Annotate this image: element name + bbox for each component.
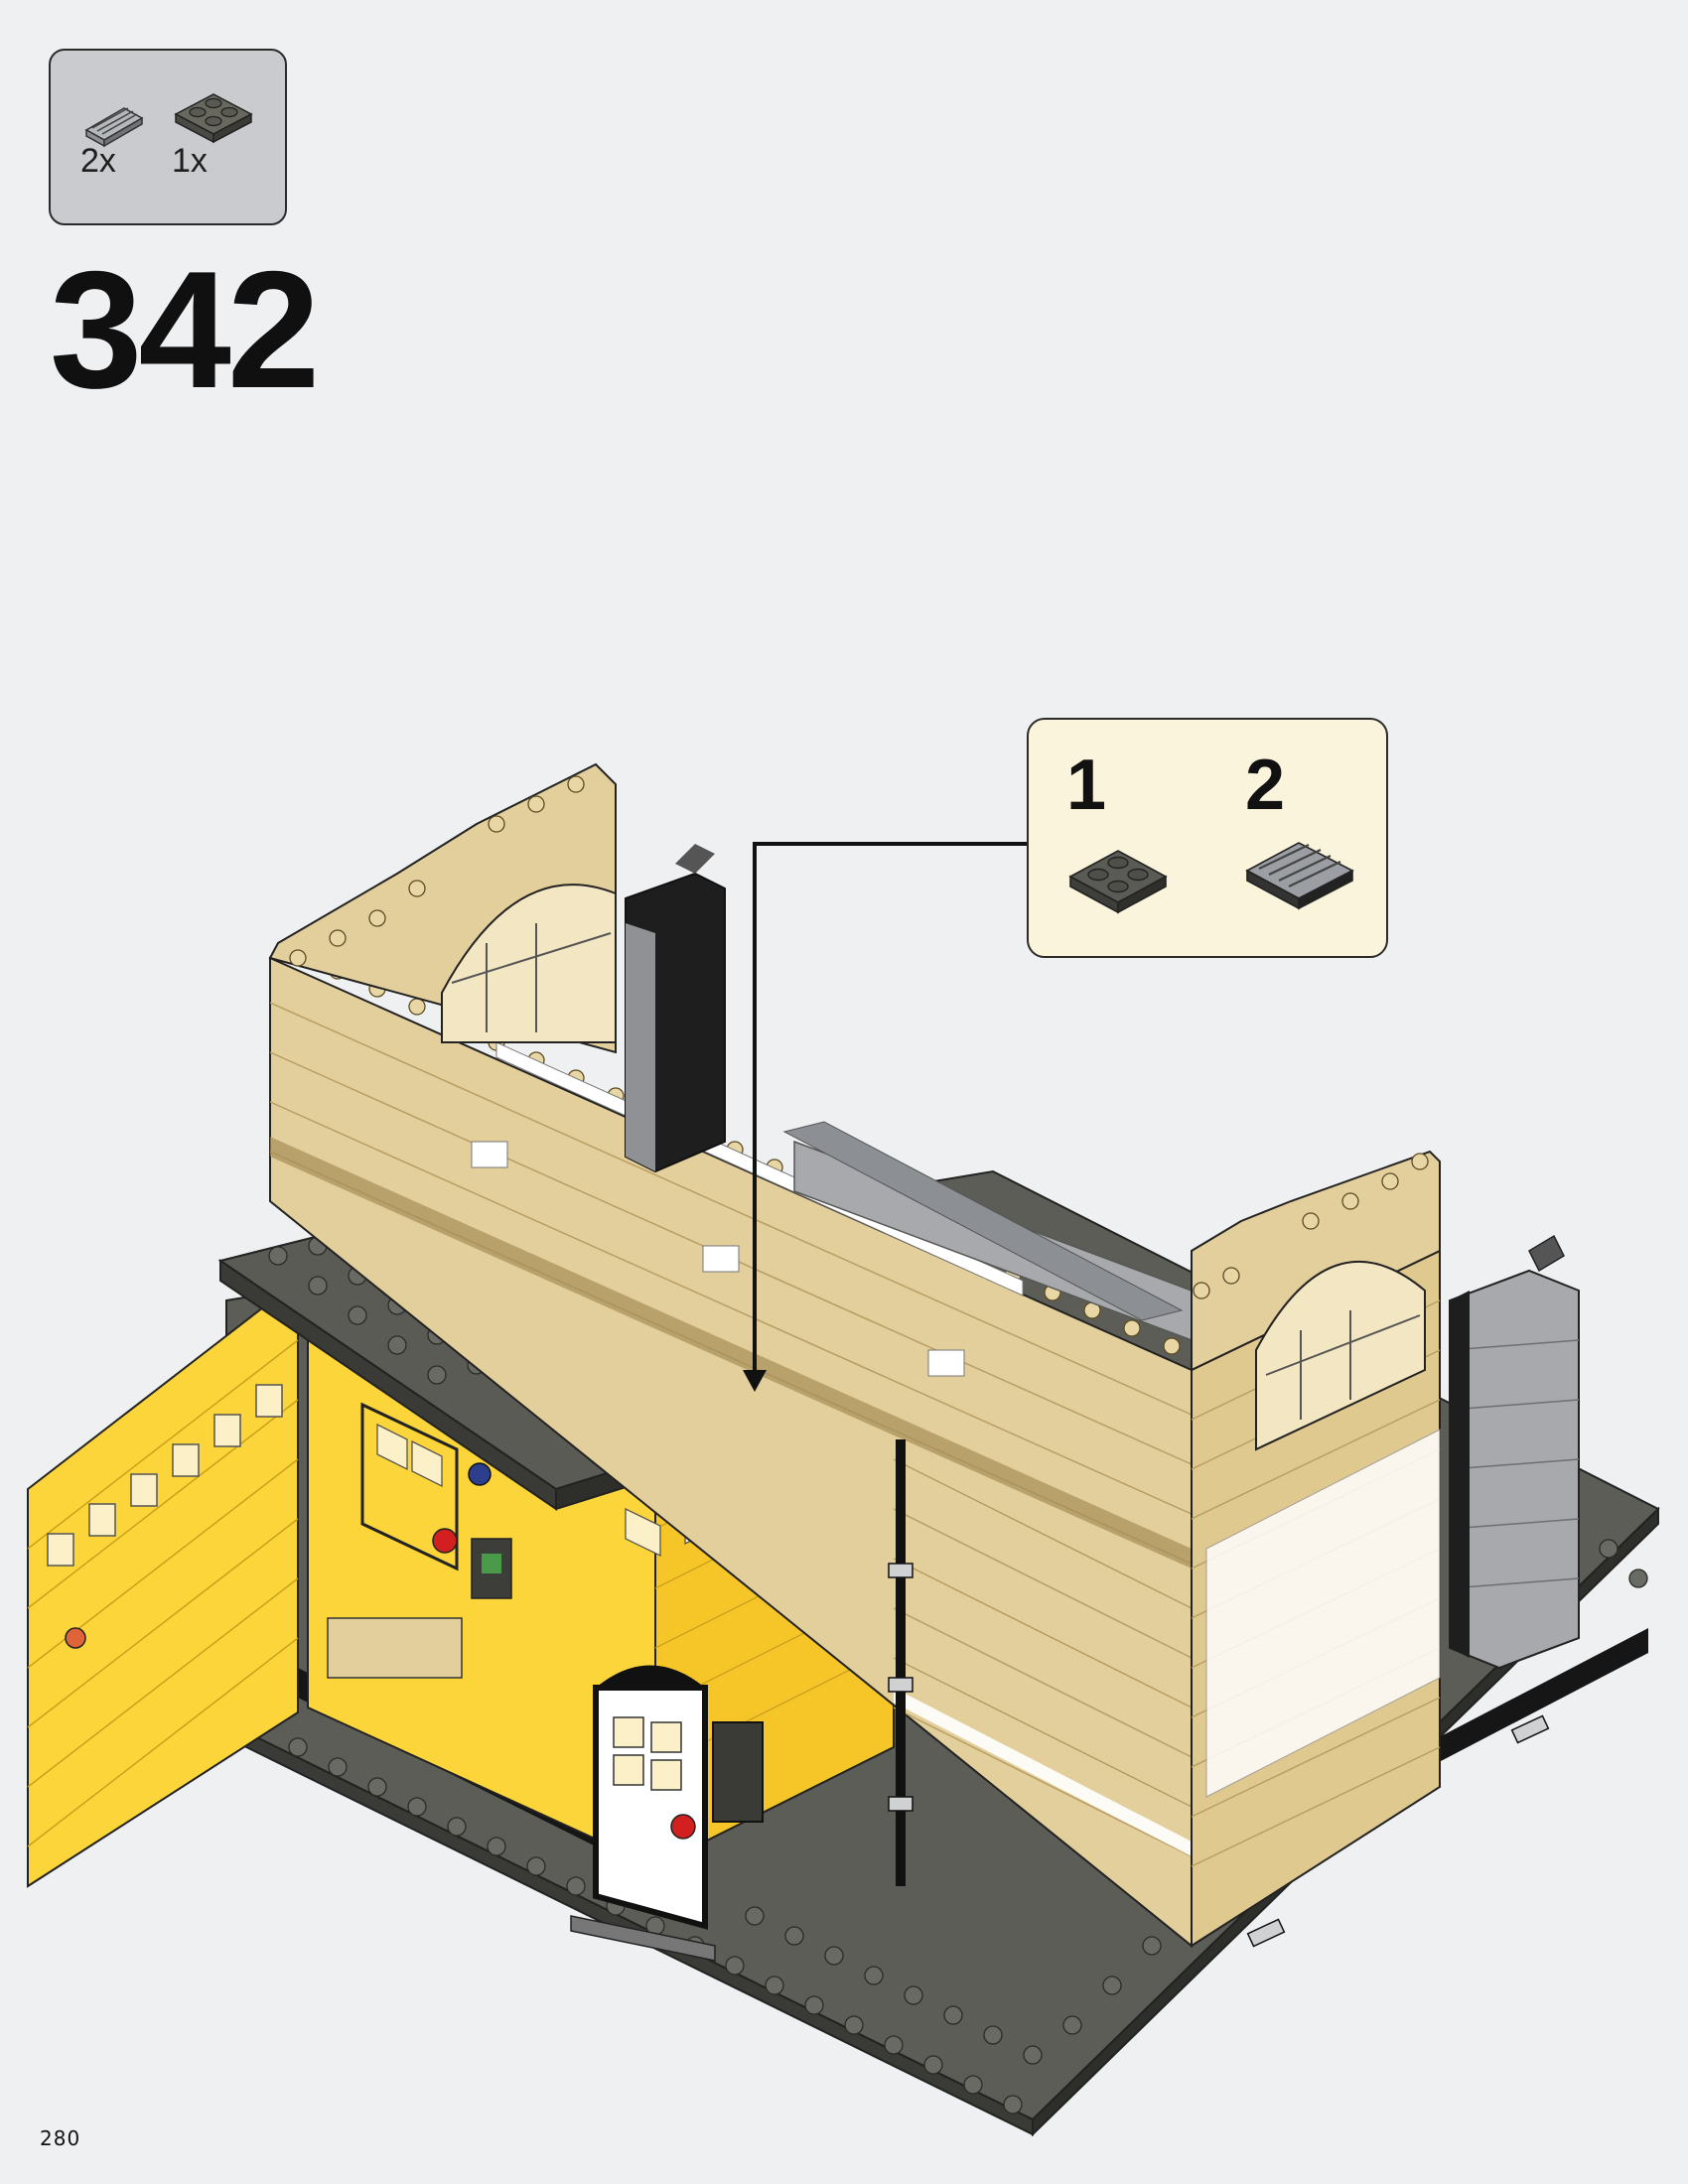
baseplate-studs: [288, 1539, 1648, 2115]
grille-tile-1x2-icon: [84, 107, 144, 148]
substep-2-number: 2: [1245, 746, 1286, 825]
plate-2x2-icon: [1068, 850, 1168, 914]
plate-2x2-icon: [174, 93, 253, 144]
part-quantity: 2x: [80, 142, 116, 180]
callout-arrow: [753, 842, 1029, 1375]
parts-list-box: 2x 1x: [49, 49, 287, 225]
grille-tile-2x2-icon: [1245, 842, 1354, 910]
front-door: [593, 1685, 708, 1930]
substep-callout: 1 2: [1027, 718, 1388, 958]
substep-1-number: 1: [1066, 746, 1107, 825]
page-number: 280: [40, 2126, 81, 2150]
step-number: 342: [50, 236, 320, 423]
part-quantity: 1x: [172, 142, 208, 180]
